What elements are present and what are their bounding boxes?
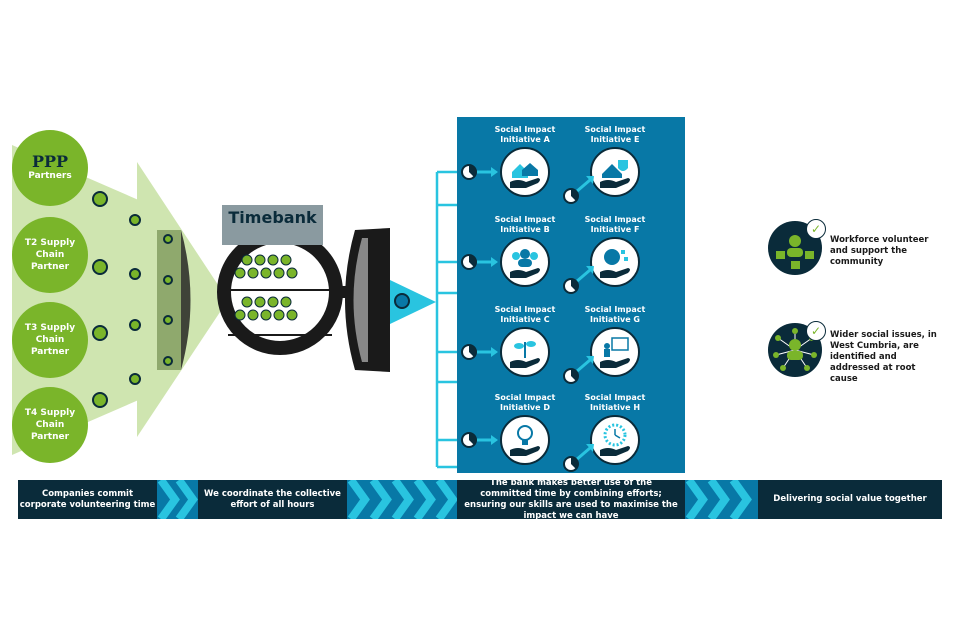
stopwatch-icon xyxy=(394,293,410,309)
banner-step-3: The bank makes better use of the committ… xyxy=(457,478,685,521)
initiative-d xyxy=(500,415,550,465)
stopwatch-icon xyxy=(92,259,108,275)
initiative-e xyxy=(590,147,640,197)
initiative-label: Social Impact Initiative B xyxy=(494,215,556,234)
initiative-label: Social Impact Initiative G xyxy=(584,305,646,324)
outcome-1: Workforce volunteer and support the comm… xyxy=(830,235,929,267)
stopwatch-icon xyxy=(129,214,141,226)
stopwatch-icon xyxy=(247,267,259,279)
stopwatch-icon xyxy=(273,309,285,321)
people-hand-icon xyxy=(510,249,540,278)
outcome-2: Wider social issues, in West Cumbria, ar… xyxy=(830,330,937,384)
stopwatch-arrow xyxy=(563,356,594,384)
stopwatch-icon xyxy=(241,296,253,308)
initiative-g xyxy=(590,327,640,377)
initiatives-panel xyxy=(457,117,685,473)
initiative-label: Social Impact Initiative D xyxy=(494,393,556,412)
head-puzzle-hand-icon xyxy=(600,249,630,278)
houses-hand-icon xyxy=(510,163,540,188)
banner-step-2: We coordinate the collective effort of a… xyxy=(198,480,347,519)
stopwatch-icon xyxy=(260,309,272,321)
initiative-c xyxy=(500,327,550,377)
partner-t3: T3 Supply Chain Partner xyxy=(12,302,88,378)
stopwatch-icon xyxy=(234,309,246,321)
initiative-h xyxy=(590,415,640,465)
vault-stopwatches xyxy=(234,254,298,321)
stopwatch-icon xyxy=(267,254,279,266)
lightbulb-hand-icon xyxy=(510,425,540,456)
stopwatch-arrow xyxy=(563,266,594,294)
stopwatch-arrow xyxy=(461,432,498,448)
stopwatch-icon xyxy=(280,296,292,308)
stopwatch-icon xyxy=(267,296,279,308)
check-icon: ✓ xyxy=(806,219,826,239)
initiative-label: Social Impact Initiative E xyxy=(584,125,646,144)
stopwatch-icon xyxy=(286,267,298,279)
initiative-label: Social Impact Initiative C xyxy=(494,305,556,324)
initiative-f xyxy=(590,237,640,287)
stopwatch-arrow xyxy=(563,444,594,472)
stopwatch-arrow xyxy=(461,254,498,270)
stopwatch-icon xyxy=(92,191,108,207)
partner-t2: T2 Supply Chain Partner xyxy=(12,217,88,293)
teacher-board-hand-icon xyxy=(600,337,630,368)
initiative-label: Social Impact Initiative F xyxy=(584,215,646,234)
partner-t4: T4 Supply Chain Partner xyxy=(12,387,88,463)
house-shield-hand-icon xyxy=(600,160,630,188)
check-icon: ✓ xyxy=(806,321,826,341)
stopwatch-icon xyxy=(163,275,173,285)
stopwatch-icon xyxy=(247,309,259,321)
stopwatch-icon xyxy=(280,254,292,266)
stopwatch-arrow xyxy=(461,344,498,360)
seedling-hand-icon xyxy=(510,341,540,368)
stopwatch-arrow xyxy=(461,164,498,180)
stopwatch-icon xyxy=(129,319,141,331)
stopwatch-icon xyxy=(241,254,253,266)
banner-step-4: Delivering social value together xyxy=(758,480,942,519)
output-arrow xyxy=(390,280,436,324)
initiative-b xyxy=(500,237,550,287)
timebank-title: Timebank xyxy=(222,205,323,245)
initiative-a xyxy=(500,147,550,197)
partner-ppp: PPP Partners xyxy=(12,130,88,206)
clock-hand-icon xyxy=(600,423,630,456)
stopwatch-icon xyxy=(129,268,141,280)
stopwatch-icon xyxy=(92,392,108,408)
stopwatches xyxy=(92,191,173,408)
chevron-arrows-3 xyxy=(685,480,758,519)
initiative-label: Social Impact Initiative H xyxy=(584,393,646,412)
stopwatch-icon xyxy=(260,267,272,279)
chevron-arrows-1 xyxy=(157,480,198,519)
stopwatch-icon xyxy=(254,254,266,266)
funnel-collector xyxy=(157,230,181,370)
stopwatch-icon xyxy=(163,315,173,325)
stopwatch-icon xyxy=(163,234,173,244)
partner-ppp-label: PPP xyxy=(31,152,69,171)
chevron-arrows-2 xyxy=(347,480,457,519)
initiative-label: Social Impact Initiative A xyxy=(494,125,556,144)
stopwatch-icon xyxy=(163,356,173,366)
banner-step-1: Companies commit corporate volunteering … xyxy=(18,480,157,519)
stopwatch-icon xyxy=(234,267,246,279)
stopwatch-arrow xyxy=(563,176,594,204)
stopwatch-icon xyxy=(254,296,266,308)
partner-ppp-sub: Partners xyxy=(28,171,72,181)
stopwatch-icon xyxy=(286,309,298,321)
stopwatch-icon xyxy=(273,267,285,279)
stopwatch-icon xyxy=(129,373,141,385)
stopwatch-icon xyxy=(92,325,108,341)
